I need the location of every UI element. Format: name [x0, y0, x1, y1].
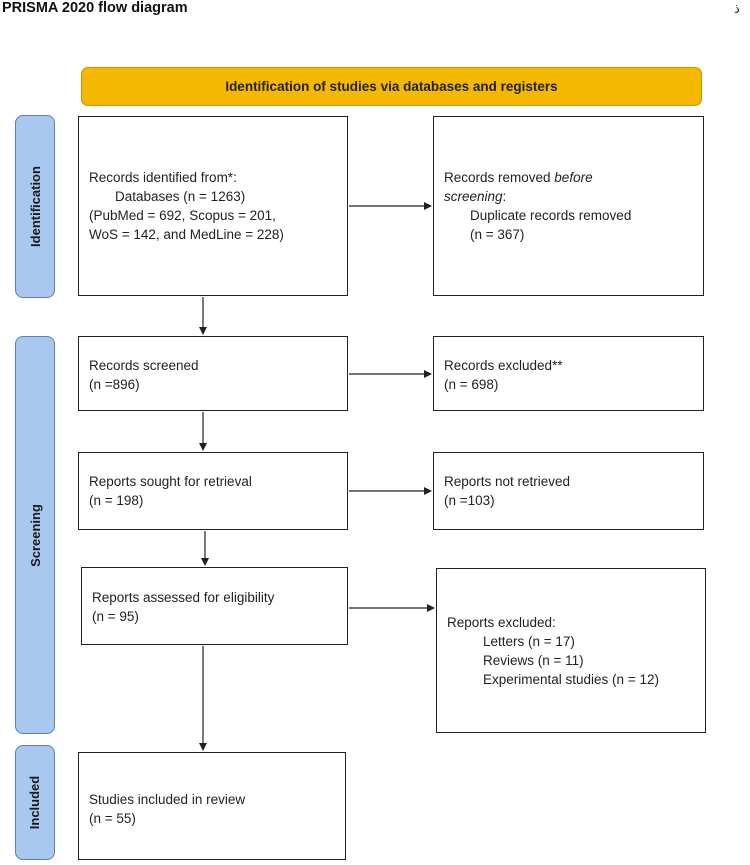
corner-mark: ذ: [734, 1, 740, 16]
records-identified-line1: Records identified from*:: [89, 170, 237, 185]
reports-excluded-label: Reports excluded:: [447, 615, 556, 630]
records-identified-box: Records identified from*: Databases (n =…: [78, 116, 348, 296]
studies-included-label: Studies included in review: [89, 792, 246, 807]
records-excluded-label: Records excluded**: [444, 358, 563, 373]
records-identified-sources-1: (PubMed = 692, Scopus = 201,: [89, 208, 276, 223]
page-title: PRISMA 2020 flow diagram: [2, 0, 188, 16]
records-removed-box: Records removed before screening: Duplic…: [433, 116, 704, 296]
identification-header-bar: Identification of studies via databases …: [81, 67, 702, 106]
studies-included-count: (n = 55): [89, 811, 136, 826]
studies-included-box: Studies included in review (n = 55): [78, 752, 346, 860]
phase-identification: Identification: [15, 115, 55, 298]
phase-included: Included: [15, 745, 55, 860]
reports-not-retrieved-box: Reports not retrieved (n =103): [433, 452, 704, 530]
records-removed-line1: Records removed before: [444, 170, 593, 185]
reports-sought-count: (n = 198): [89, 493, 144, 508]
reports-assessed-box: Reports assessed for eligibility (n = 95…: [81, 567, 348, 645]
excluded-reviews: Reviews (n = 11): [483, 653, 584, 668]
reports-not-retrieved-count: (n =103): [444, 493, 495, 508]
excluded-letters: Letters (n = 17): [483, 634, 575, 649]
reports-sought-label: Reports sought for retrieval: [89, 474, 252, 489]
records-excluded-count: (n = 698): [444, 377, 499, 392]
phase-screening: Screening: [15, 336, 55, 734]
reports-not-retrieved-label: Reports not retrieved: [444, 474, 571, 489]
reports-assessed-count: (n = 95): [92, 609, 139, 624]
records-screened-count: (n =896): [89, 377, 140, 392]
records-excluded-box: Records excluded** (n = 698): [433, 336, 704, 411]
reports-assessed-label: Reports assessed for eligibility: [92, 590, 275, 605]
reports-excluded-box: Reports excluded: Letters (n = 17) Revie…: [436, 568, 706, 733]
duplicate-records-removed: Duplicate records removed: [470, 208, 632, 223]
records-identified-databases: Databases (n = 1263): [115, 189, 246, 204]
reports-sought-box: Reports sought for retrieval (n = 198): [78, 452, 348, 530]
records-removed-count: (n = 367): [470, 227, 525, 242]
records-screened-label: Records screened: [89, 358, 199, 373]
records-screened-box: Records screened (n =896): [78, 336, 348, 411]
excluded-experimental-studies: Experimental studies (n = 12): [483, 672, 659, 687]
records-removed-line2: screening:: [444, 189, 507, 204]
header-label: Identification of studies via databases …: [225, 79, 558, 94]
records-identified-sources-2: WoS = 142, and MedLine = 228): [89, 227, 284, 242]
